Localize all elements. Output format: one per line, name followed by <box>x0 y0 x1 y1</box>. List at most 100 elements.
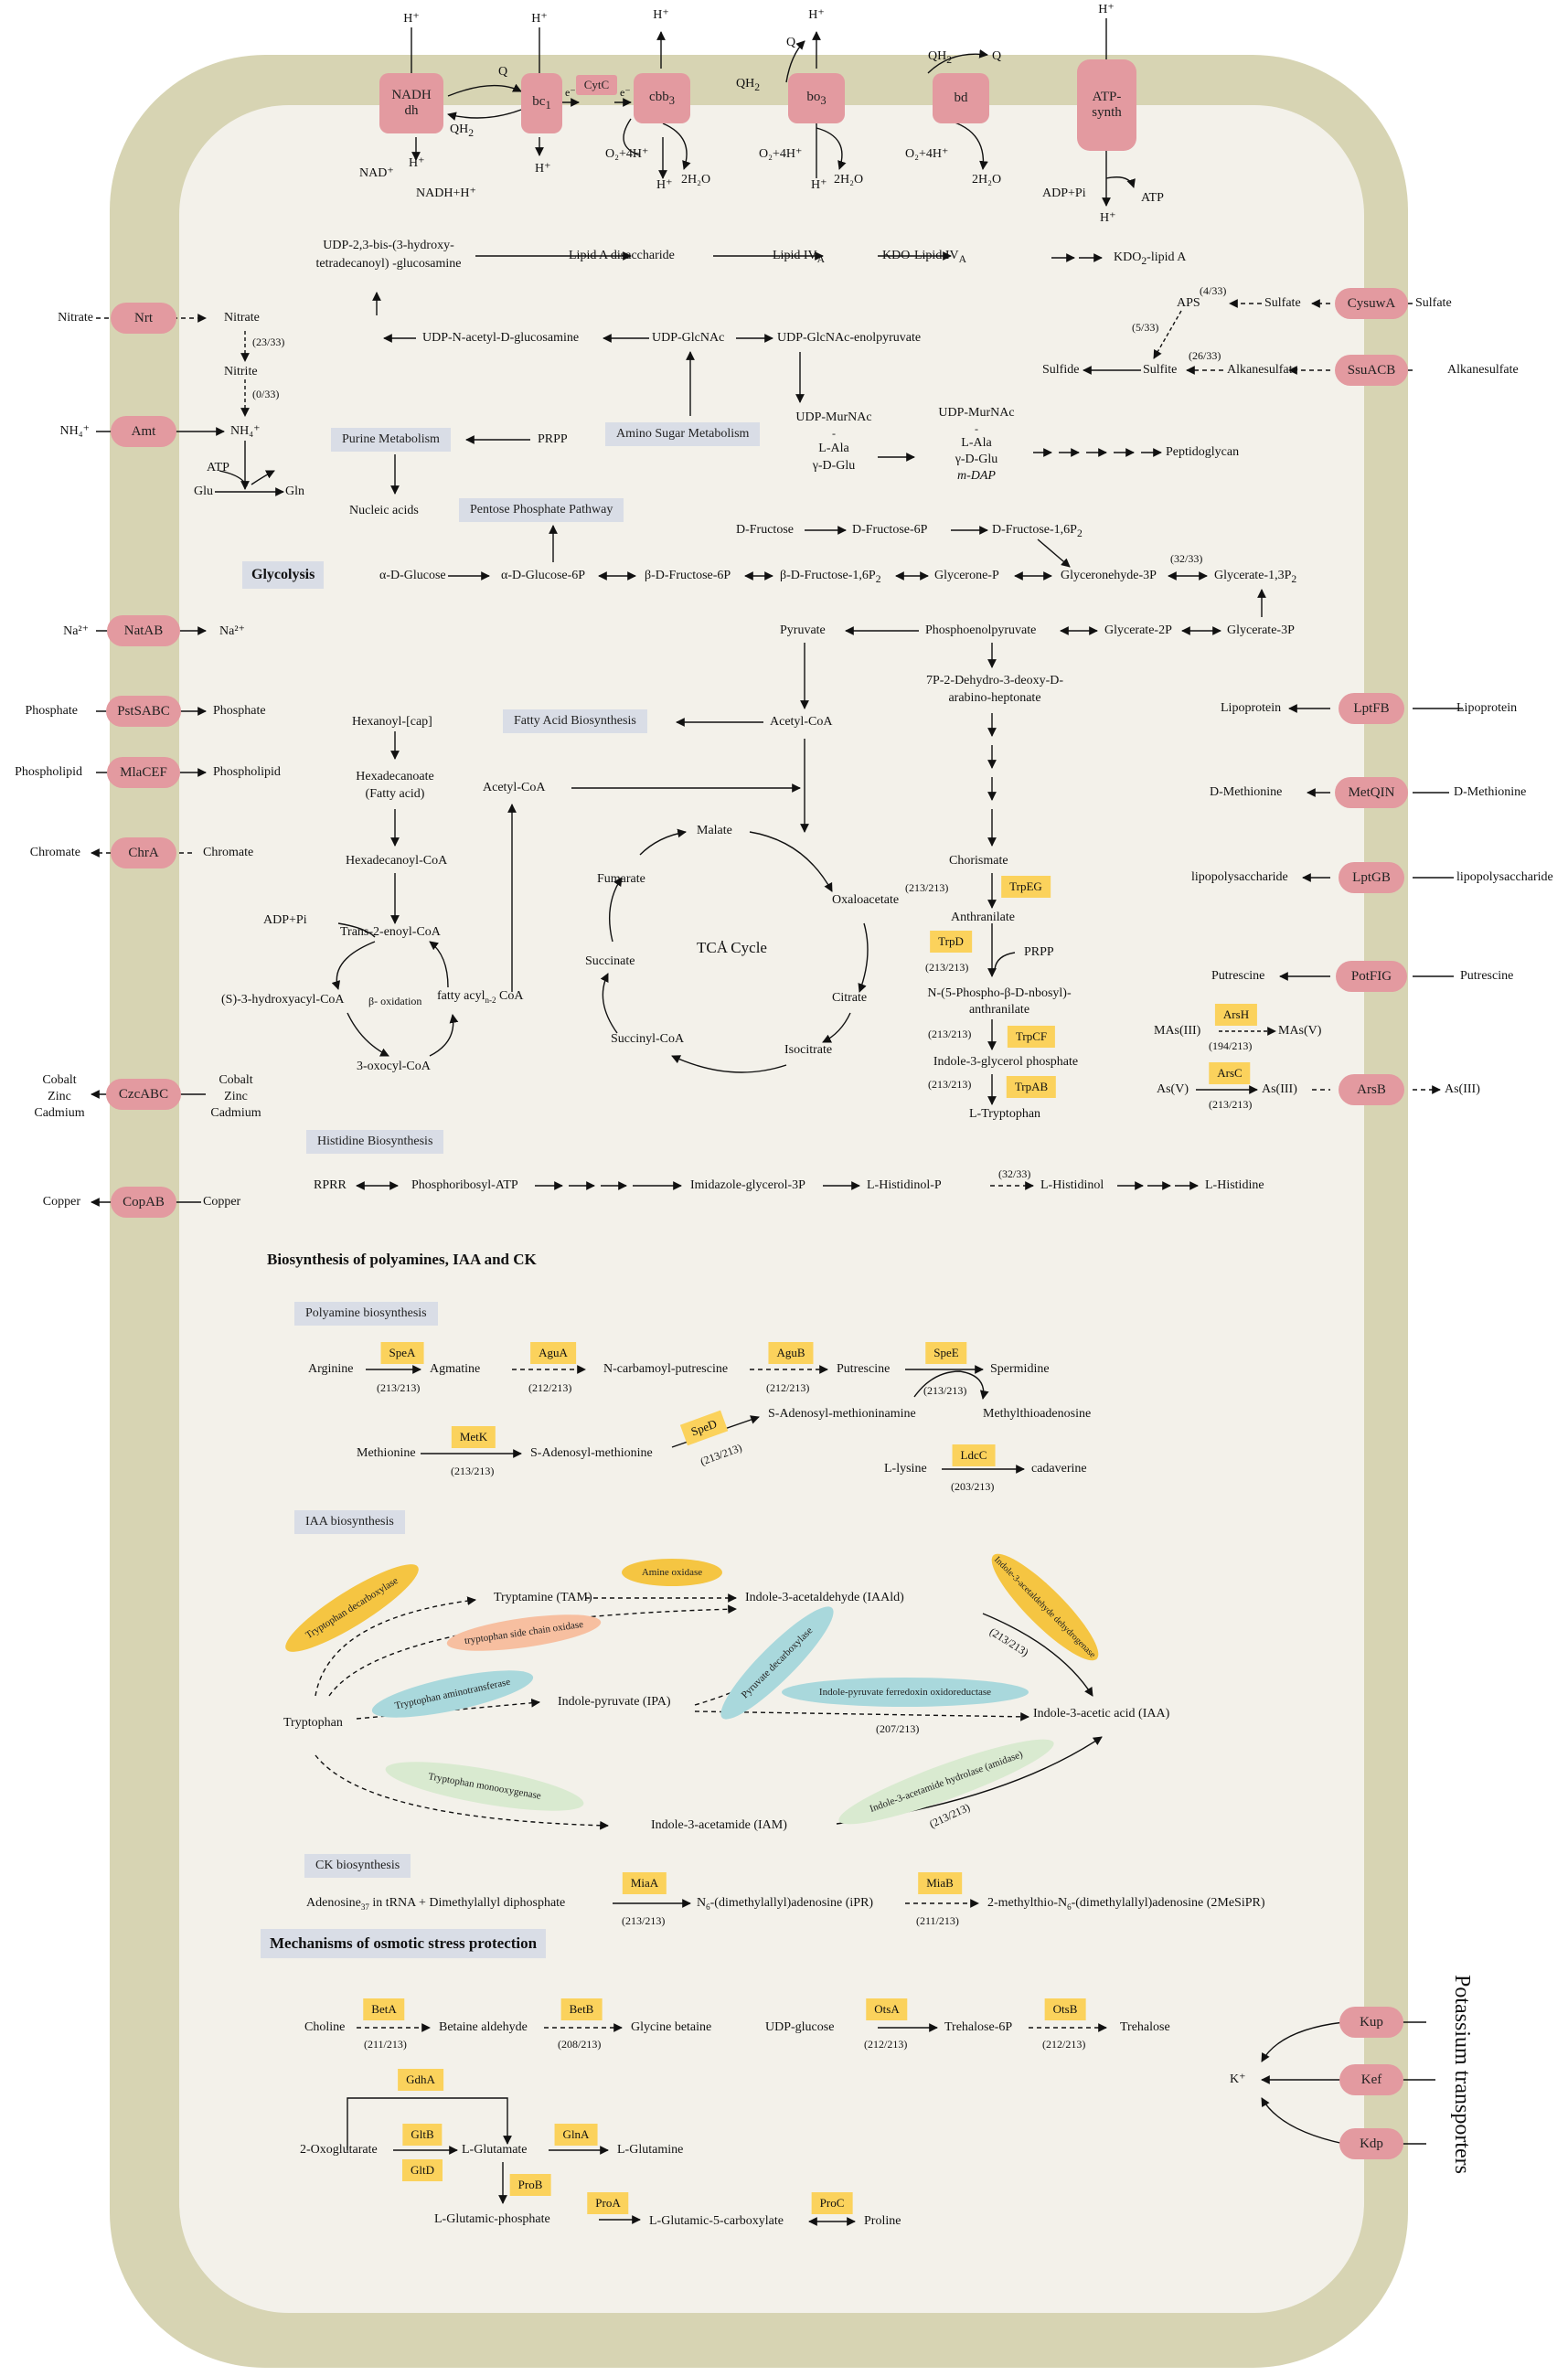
chorismate: Chorismate <box>949 854 1008 868</box>
isocitrate: Isocitrate <box>784 1043 833 1057</box>
copab-transporter: CopAB <box>111 1187 176 1218</box>
arginine: Arginine <box>308 1362 354 1376</box>
metal-out-cobalt: Cobalt <box>42 1073 77 1087</box>
kef-transporter: Kef <box>1339 2064 1403 2095</box>
o2-label: O₂+4H⁺ <box>759 147 803 161</box>
indole-pyruvate-ferredoxin-ellipse: Indole-pyruvate ferredoxin oxidoreductas… <box>782 1678 1029 1707</box>
trpd-enzyme: TrpD <box>930 931 972 953</box>
phosphate-out: Phosphate <box>25 704 78 718</box>
agua-ratio: (212/213) <box>528 1381 572 1394</box>
natab-transporter: NatAB <box>107 615 180 646</box>
miaa-enzyme: MiaA <box>622 1872 667 1894</box>
methionine: Methionine <box>357 1446 416 1460</box>
atp-synthase: ATP-synth <box>1077 59 1136 151</box>
lipid-iva: Lipid IVA <box>773 249 826 265</box>
trehalose: Trehalose <box>1120 2020 1170 2034</box>
glna-enzyme: GlnA <box>554 2124 598 2146</box>
arsb-transporter: ArsB <box>1339 1074 1404 1105</box>
miaa-ratio: (213/213) <box>622 1914 666 1927</box>
nh4-in: NH₄⁺ <box>230 424 261 438</box>
copper-in: Copper <box>203 1195 241 1209</box>
metqin-transporter: MetQIN <box>1335 777 1408 808</box>
prpp-trp: PRPP <box>1024 945 1054 959</box>
chra-transporter: ChrA <box>111 837 176 868</box>
succinate: Succinate <box>585 954 635 968</box>
glycerate-3p: Glycerate-3P <box>1227 623 1295 637</box>
qh2-label: QH2 <box>450 123 475 139</box>
malate: Malate <box>697 824 732 837</box>
prob-enzyme: ProB <box>509 2174 551 2196</box>
h-plus-label: H⁺ <box>1100 211 1116 225</box>
as-v: As(V) <box>1157 1082 1189 1096</box>
atp-label: ATP <box>207 461 229 474</box>
putrescine: Putrescine <box>837 1362 891 1376</box>
o2-label: O₂+4H⁺ <box>605 147 649 161</box>
prpp: PRPP <box>538 432 568 446</box>
l-histidine: L-Histidine <box>1205 1178 1264 1192</box>
anthranilate-ratio: (213/213) <box>925 961 969 974</box>
putrescine-out: Putrescine <box>1460 969 1514 983</box>
sulfite: Sulfite <box>1143 363 1178 377</box>
n5p-anthranilate-b: anthranilate <box>968 1003 1030 1017</box>
bc1-label: bc1 <box>532 94 551 112</box>
cytoplasm <box>179 105 1364 2313</box>
metal-in-zinc: Zinc <box>224 1090 248 1103</box>
atp-label: ATP <box>1141 191 1164 205</box>
ldcc-enzyme: LdcC <box>952 1444 996 1466</box>
otsa-ratio: (212/213) <box>864 2038 908 2051</box>
l-histidinol-p: L-Histidinol-P <box>867 1178 942 1192</box>
fumarate: Fumarate <box>597 872 645 886</box>
lipoprotein-in: Lipoprotein <box>1221 701 1282 715</box>
mlacef-transporter: MlaCEF <box>107 757 180 788</box>
metk-ratio: (213/213) <box>451 1465 495 1477</box>
murnac-1: UDP-MurNAc <box>795 410 872 424</box>
nadh-h-label: NADH+H⁺ <box>416 186 476 200</box>
alkanesulfate-out: Alkanesulfate <box>1447 363 1519 377</box>
d-fructose: D-Fructose <box>736 523 794 537</box>
ipa-ratio: (207/213) <box>876 1722 920 1735</box>
beta-d-fructose-6p: β-D-Fructose-6P <box>645 569 731 582</box>
q-label: Q <box>992 49 1002 63</box>
l-histidinol: L-Histidinol <box>1040 1178 1104 1192</box>
otsa-enzyme: OtsA <box>866 1998 908 2020</box>
acetyl-coa-main: Acetyl-CoA <box>770 715 833 729</box>
2mesipr: 2-methylthio-N6-(dimethylallyl)adenosine… <box>987 1896 1265 1912</box>
alkanesulfate-in: Alkanesulfate <box>1227 363 1298 377</box>
bo3-label: bo3 <box>806 89 827 107</box>
l-glutamic-5-carboxylate: L-Glutamic-5-carboxylate <box>649 2214 784 2228</box>
cysuwa-transporter: CysuwA <box>1335 288 1408 319</box>
bd-complex: bd <box>933 73 989 123</box>
oxaloacetate: Oxaloacetate <box>832 893 900 907</box>
d-fructose-16p2: D-Fructose-1,6P2 <box>992 523 1083 539</box>
mas-ratio: (194/213) <box>1209 1039 1253 1052</box>
imidazole-glycerol-3p: Imidazole-glycerol-3P <box>690 1178 805 1192</box>
h2o-label: 2H₂O <box>972 173 1002 186</box>
phosphoenolpyruvate: Phosphoenolpyruvate <box>925 623 1037 637</box>
trpcf-enzyme: TrpCF <box>1007 1026 1056 1048</box>
tca-cycle-label: TCA Cycle <box>697 939 767 956</box>
purine-metabolism-box: Purine Metabolism <box>331 428 451 452</box>
choline: Choline <box>304 2020 346 2034</box>
udp23-label: UDP-2,3-bis-(3-hydroxy- <box>323 239 454 252</box>
amine-oxidase-ellipse: Amine oxidase <box>622 1559 722 1586</box>
chromate-out: Chromate <box>29 846 80 859</box>
kdo2-lipid-a: KDO2-lipid A <box>1114 250 1187 267</box>
phospholipid-out: Phospholipid <box>15 765 82 779</box>
alpha-d-glucose-6p: α-D-Glucose-6P <box>501 569 586 582</box>
murnac-dash: - <box>832 427 836 440</box>
glyceronehyde-3p: Glyceronehyde-3P <box>1061 569 1157 582</box>
metal-out-zinc: Zinc <box>48 1090 71 1103</box>
o2-label: O₂+4H⁺ <box>905 147 949 161</box>
as-iii-in: As(III) <box>1262 1082 1297 1096</box>
s-adenosyl-methioninamine: S-Adenosyl-methioninamine <box>768 1407 916 1421</box>
glycerone-p: Glycerone-P <box>934 569 999 582</box>
beta-enzyme: BetA <box>363 1998 405 2020</box>
metk-enzyme: MetK <box>451 1426 496 1448</box>
betb-ratio: (208/213) <box>558 2038 602 2051</box>
nitrate-in: Nitrate <box>224 311 260 325</box>
udp23b-label: tetradecanoyl) -glucosamine <box>315 257 462 271</box>
lipid-a-disaccharide: Lipid A disaccharide <box>569 249 675 262</box>
potfig-transporter: PotFIG <box>1336 961 1407 992</box>
qh2-label: QH2 <box>928 49 953 66</box>
